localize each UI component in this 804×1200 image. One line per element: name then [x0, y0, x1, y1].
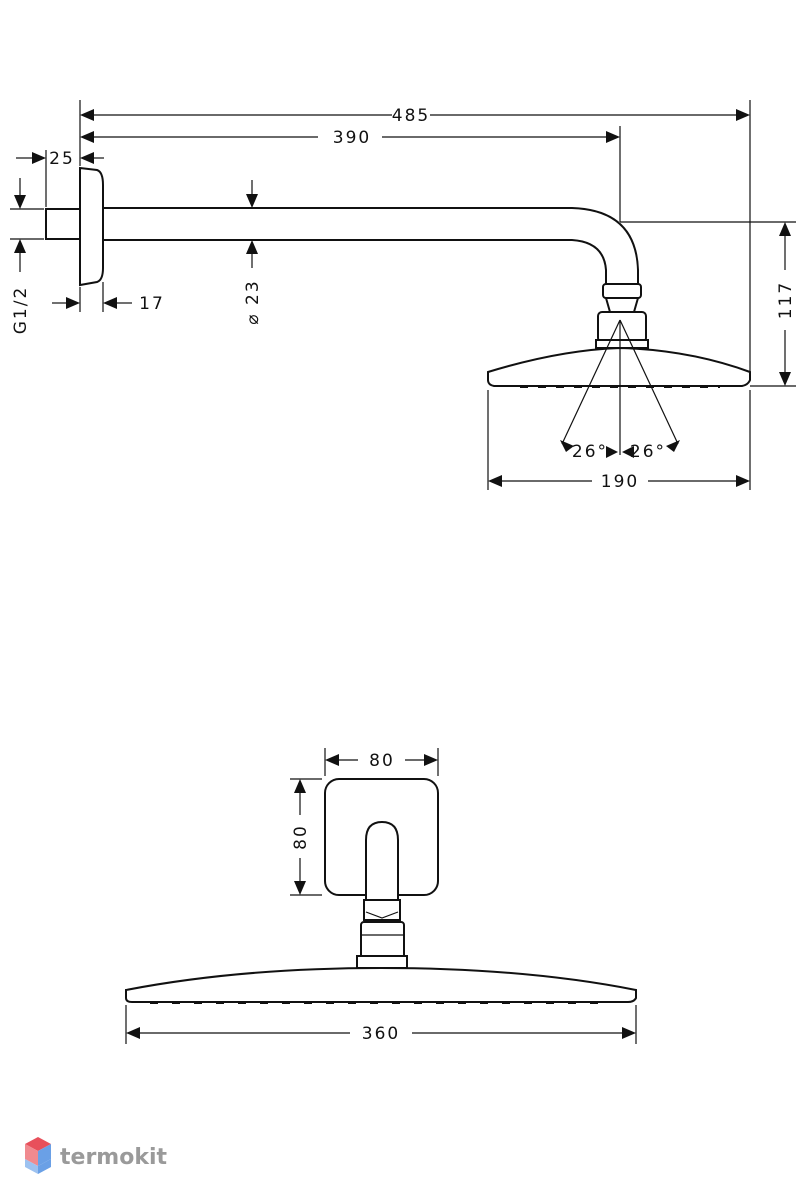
dim-plate-height: 80 [291, 824, 311, 850]
dim-flange-depth: 25 [49, 149, 75, 169]
brand-logo: termokit [25, 1137, 167, 1174]
ball-joint-front [363, 899, 401, 921]
shower-head-front [125, 966, 637, 1003]
wall-flange [79, 166, 104, 287]
arm-joint [602, 283, 642, 299]
shower-head-side [487, 346, 751, 387]
dim-arm-diameter: ⌀ 23 [243, 279, 263, 324]
arm-front [365, 820, 399, 905]
dim-flange-offset: 17 [139, 294, 165, 314]
side-view: 485 390 25 G1/2 17 ⌀ [10, 100, 796, 492]
dim-plate-width: 80 [369, 751, 395, 771]
front-view: 80 80 360 [125, 748, 637, 1044]
dim-height: 117 [776, 281, 796, 319]
ball-joint [604, 297, 640, 313]
dim-head-width-front: 360 [362, 1024, 400, 1044]
threaded-stub [45, 208, 81, 240]
shower-arm [103, 207, 639, 286]
dim-angle-left: 26° [572, 442, 608, 462]
logo-cube-icon [25, 1137, 51, 1174]
connector-front [360, 921, 405, 959]
ball-joint-cross [365, 911, 399, 919]
shower-arm-inner [103, 239, 607, 286]
dim-arm-length: 390 [333, 128, 371, 148]
dim-thread: G1/2 [11, 286, 31, 335]
connector-base-front [356, 955, 408, 969]
head-connector-base [595, 339, 649, 349]
head-connector [597, 311, 647, 343]
dim-angle-right: 26° [630, 442, 666, 462]
dim-head-width-side: 190 [601, 472, 639, 492]
dim-total-length: 485 [392, 106, 430, 126]
logo-text: termokit [60, 1145, 167, 1170]
